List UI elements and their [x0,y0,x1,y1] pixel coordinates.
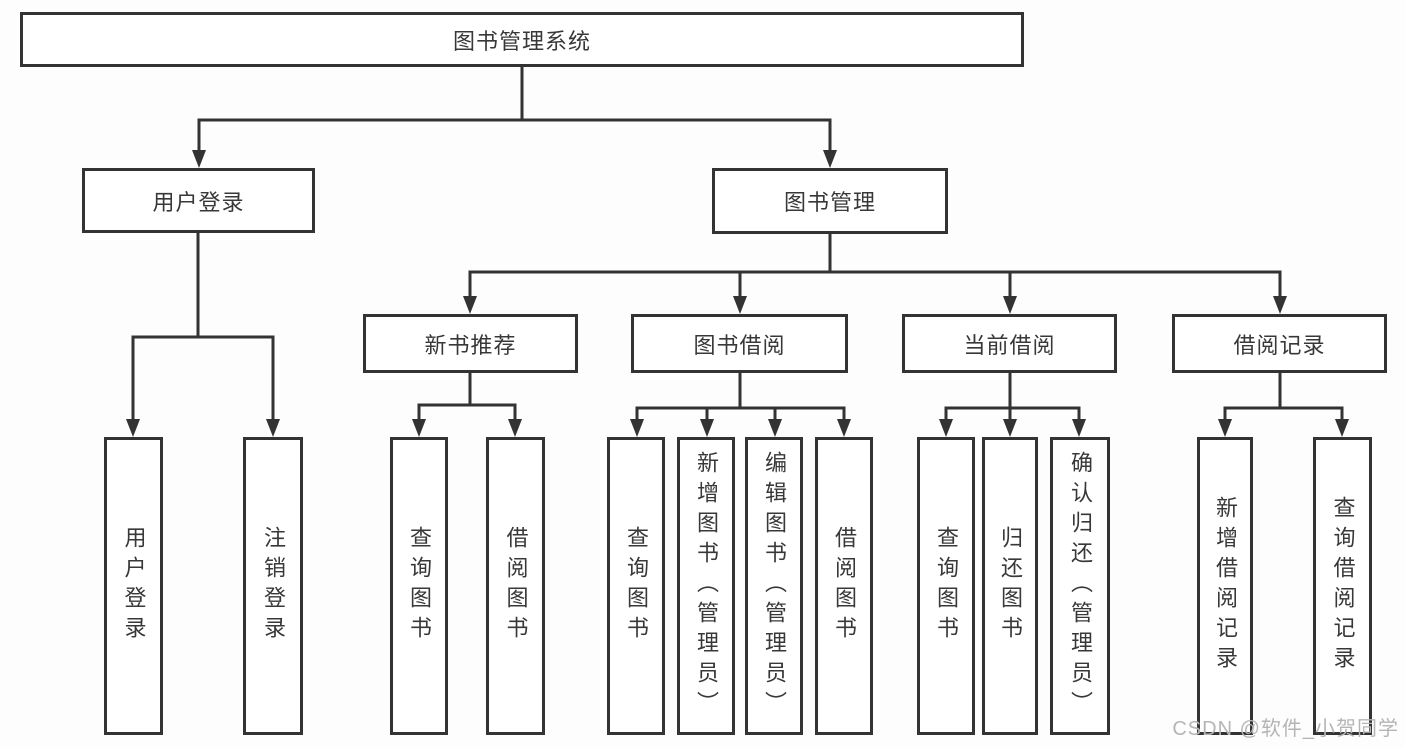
node-label: 注销登录 [261,526,286,646]
node-label: 新书推荐 [424,332,517,358]
node-query-books-recommend: 查询图书 [390,437,448,735]
node-query-books-current: 查询图书 [917,437,975,735]
arrow-down-icon [192,150,206,168]
arrow-down-icon [1003,419,1017,437]
node-return-books: 归还图书 [982,437,1038,735]
watermark: CSDN @软件_小贺同学 [1172,718,1399,740]
arrow-down-icon [463,296,477,314]
node-label: 借阅图书 [503,526,529,646]
node-add-book-admin: 新增图书（管理员） [677,437,735,735]
node-library-management-system: 图书管理系统 [20,12,1024,67]
arrow-down-icon [1218,419,1232,437]
arrow-down-icon [823,150,837,168]
node-book-borrowing: 图书借阅 [631,314,848,373]
node-label: 编辑图书（管理员） [762,451,787,721]
node-current-borrowing: 当前借阅 [902,314,1117,373]
node-label: 归还图书 [998,526,1023,646]
node-label: 图书借阅 [693,332,786,358]
node-label: 当前借阅 [963,332,1056,358]
node-label: 新增借阅记录 [1213,496,1238,676]
node-label: 用户登录 [121,526,147,646]
node-confirm-return-admin: 确认归还（管理员） [1050,437,1110,735]
arrow-down-icon [266,419,280,437]
arrow-down-icon [1072,419,1086,437]
node-label: 确认归还（管理员） [1068,451,1093,721]
arrow-down-icon [1273,296,1287,314]
node-label: 用户登录 [152,189,245,215]
node-borrow-books-recommend: 借阅图书 [486,437,545,735]
node-query-borrow-record: 查询借阅记录 [1313,437,1372,735]
arrow-down-icon [126,419,140,437]
arrow-down-icon [630,419,644,437]
node-label: 图书管理系统 [452,28,591,54]
arrow-down-icon [1335,419,1349,437]
node-query-books-borrowing: 查询图书 [607,437,665,735]
node-label: 查询图书 [407,526,432,646]
node-user-login: 用户登录 [82,168,315,233]
node-label: 图书管理 [783,190,876,215]
node-new-book-recommendation: 新书推荐 [363,314,578,373]
node-borrow-books-borrowing: 借阅图书 [815,437,873,735]
node-label: 查询图书 [624,526,649,646]
node-borrowing-records: 借阅记录 [1172,314,1387,373]
node-label: 新增图书（管理员） [694,451,719,721]
arrow-down-icon [1003,296,1017,314]
arrow-down-icon [939,419,953,437]
node-logout: 注销登录 [243,437,303,735]
arrow-down-icon [700,419,714,437]
node-user-login-leaf: 用户登录 [104,437,163,735]
arrow-down-icon [733,296,747,314]
node-label: 借阅图书 [832,526,857,646]
node-edit-book-admin: 编辑图书（管理员） [745,437,803,735]
node-book-management: 图书管理 [712,168,948,234]
arrow-down-icon [508,419,522,437]
node-add-borrow-record: 新增借阅记录 [1197,437,1253,735]
node-label: 查询借阅记录 [1330,496,1356,676]
arrow-down-icon [837,419,851,437]
arrow-down-icon [768,419,782,437]
arrow-down-icon [412,419,426,437]
node-label: 借阅记录 [1233,332,1326,358]
node-label: 查询图书 [934,526,959,646]
